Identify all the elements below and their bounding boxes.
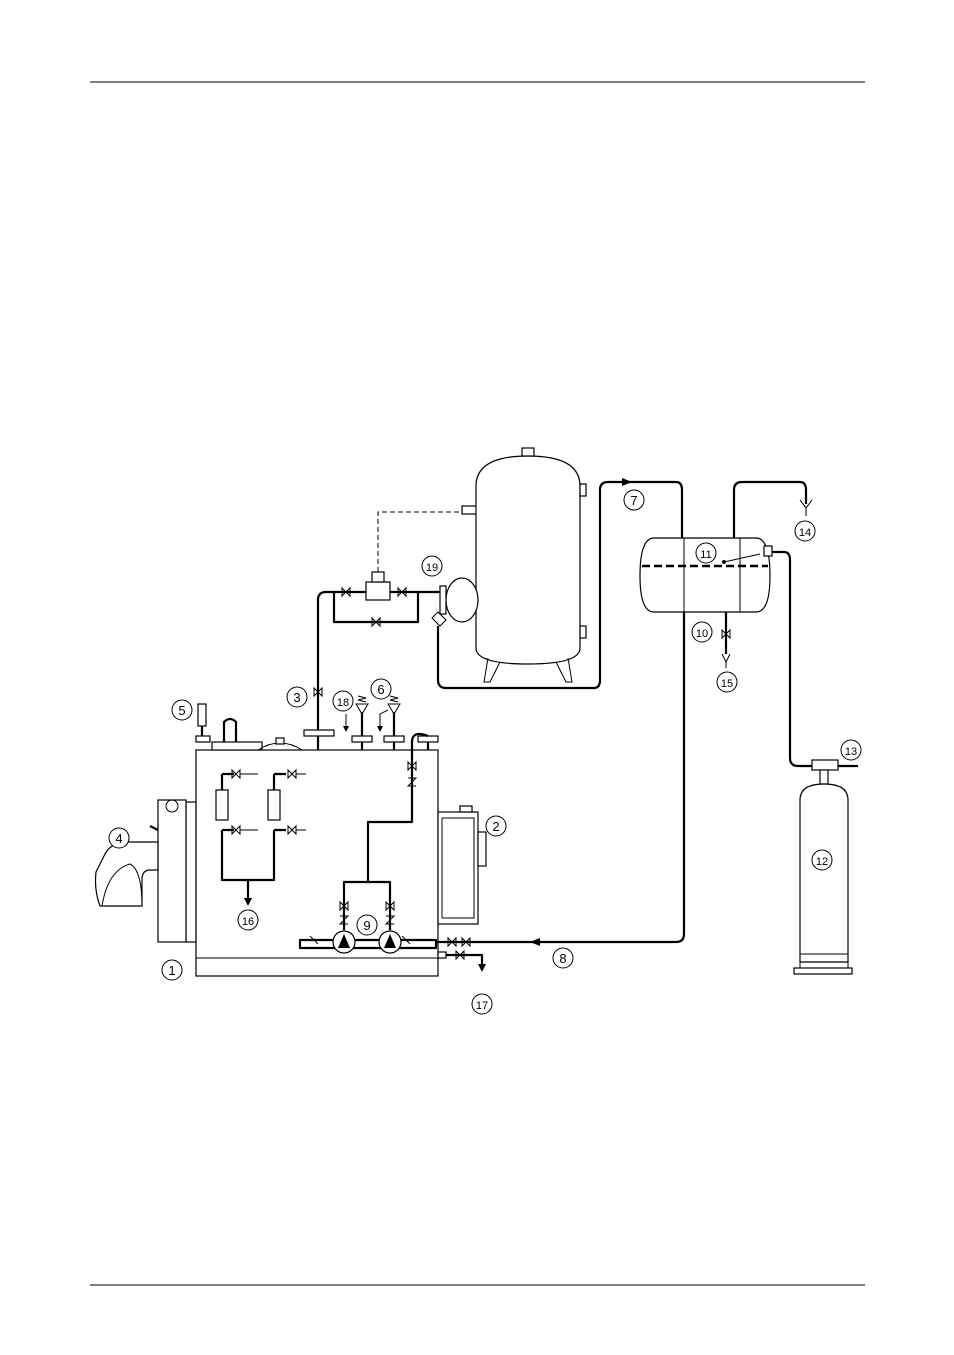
- callout-label: 5: [178, 703, 185, 718]
- callout-12: 12: [812, 850, 832, 870]
- callout-14: 14: [795, 521, 815, 541]
- callout-13: 13: [841, 740, 861, 760]
- callout-label: 17: [476, 1000, 488, 1012]
- callout-label: 16: [242, 916, 254, 928]
- callout-18: 18: [333, 691, 353, 711]
- callout-label: 11: [700, 549, 711, 561]
- callout-label: 18: [337, 697, 349, 709]
- callout-label: 1: [168, 963, 175, 978]
- callout-7: 7: [624, 490, 644, 510]
- callout-label: 19: [426, 562, 438, 574]
- callout-1: 1: [162, 960, 182, 980]
- callout-15: 15: [717, 672, 737, 692]
- callout-2: 2: [486, 816, 506, 836]
- control-panel: [438, 806, 486, 924]
- callout-5: 5: [172, 700, 192, 720]
- callout-17: 17: [472, 994, 492, 1014]
- callout-label: 8: [559, 951, 566, 966]
- callout-19: 19: [422, 556, 442, 576]
- safety-valve: [196, 704, 210, 742]
- callout-label: 7: [630, 493, 637, 508]
- callout-label: 13: [845, 746, 857, 758]
- callout-16: 16: [238, 910, 258, 930]
- callout-label: 3: [293, 690, 300, 705]
- callout-8: 8: [553, 948, 573, 968]
- callout-6: 6: [371, 679, 391, 699]
- callout-label: 4: [115, 831, 122, 846]
- callout-10: 10: [692, 622, 712, 642]
- callout-11: 11: [696, 543, 716, 563]
- callout-label: 6: [377, 682, 384, 697]
- callout-label: 12: [816, 856, 828, 868]
- callout-label: 15: [721, 678, 733, 690]
- callout-label: 14: [799, 527, 811, 539]
- callout-label: 10: [696, 628, 708, 640]
- callout-label: 2: [492, 819, 499, 834]
- callout-9: 9: [357, 915, 377, 935]
- deaerator-tank: [640, 482, 812, 766]
- callout-3: 3: [287, 687, 307, 707]
- callout-label: 9: [363, 918, 370, 933]
- callout-4: 4: [109, 828, 129, 848]
